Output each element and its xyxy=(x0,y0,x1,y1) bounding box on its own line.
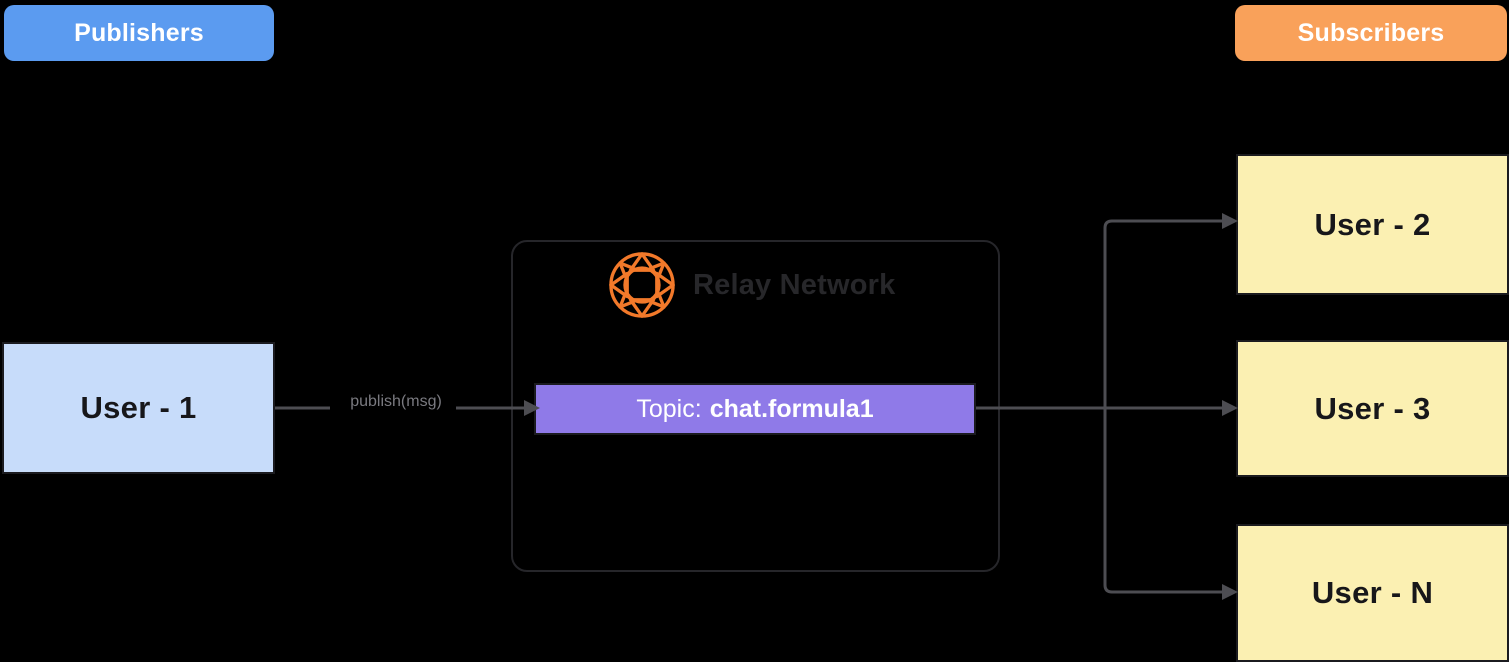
publishers-label-text: Publishers xyxy=(74,18,204,47)
subscriber-node-user-2: User - 2 xyxy=(1236,154,1509,295)
topic-name-label: chat.formula1 xyxy=(709,394,874,423)
edge-topic-to-fanout xyxy=(976,213,1238,600)
publisher-node-label: User - 1 xyxy=(80,390,197,425)
relay-network-title: Relay Network xyxy=(693,268,896,301)
subscriber-node-user-n: User - N xyxy=(1236,524,1509,662)
subscriber-node-label: User - N xyxy=(1311,575,1434,610)
publisher-node-user-1: User - 1 xyxy=(2,342,275,474)
publishers-group-label: Publishers xyxy=(4,5,274,61)
subscribers-label-text: Subscribers xyxy=(1297,18,1445,47)
edge-label-publish-msg: publish(msg) xyxy=(336,393,456,411)
subscriber-node-user-3: User - 3 xyxy=(1236,340,1509,477)
subscribers-group-label: Subscribers xyxy=(1235,5,1507,61)
subscriber-node-label: User - 3 xyxy=(1314,390,1431,426)
topic-node-chat-formula1: Topic: chat.formula1 xyxy=(534,383,976,435)
nats-ring-icon xyxy=(609,252,675,318)
subscriber-node-label: User - 2 xyxy=(1314,206,1431,242)
topic-prefix-label: Topic: xyxy=(636,394,702,423)
relay-network-header: Relay Network xyxy=(605,246,905,324)
relay-network-container xyxy=(511,240,1000,572)
